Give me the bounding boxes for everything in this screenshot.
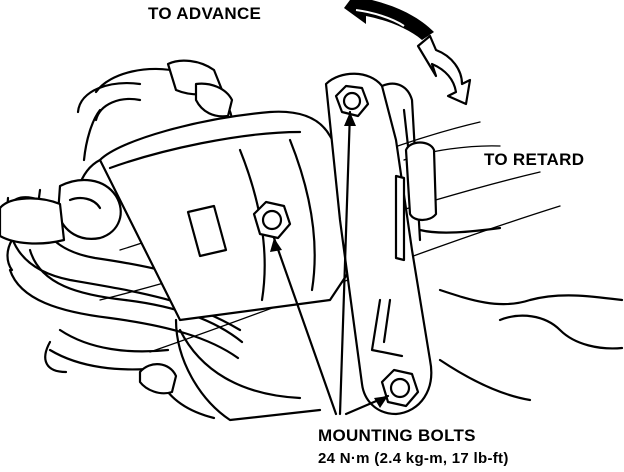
bolt-leader-lines [270,110,390,416]
vacuum-hose [76,59,234,162]
to-advance-label: TO ADVANCE [148,4,262,23]
mounting-bolts-label: MOUNTING BOLTS [318,426,476,445]
hex-bolt-icon [334,84,370,118]
engine-block-outline [403,145,624,402]
hex-bolt-icon [380,368,420,408]
distributor-body [0,110,359,422]
hex-bolt-icon [252,200,292,240]
curved-arrow-left-icon [344,0,434,40]
torque-spec-label: 24 N·m (2.4 kg-m, 17 lb-ft) [318,450,509,467]
double-headed-curved-arrow-icon [416,34,472,106]
to-retard-label: TO RETARD [484,150,585,169]
mounting-bracket [324,72,438,416]
